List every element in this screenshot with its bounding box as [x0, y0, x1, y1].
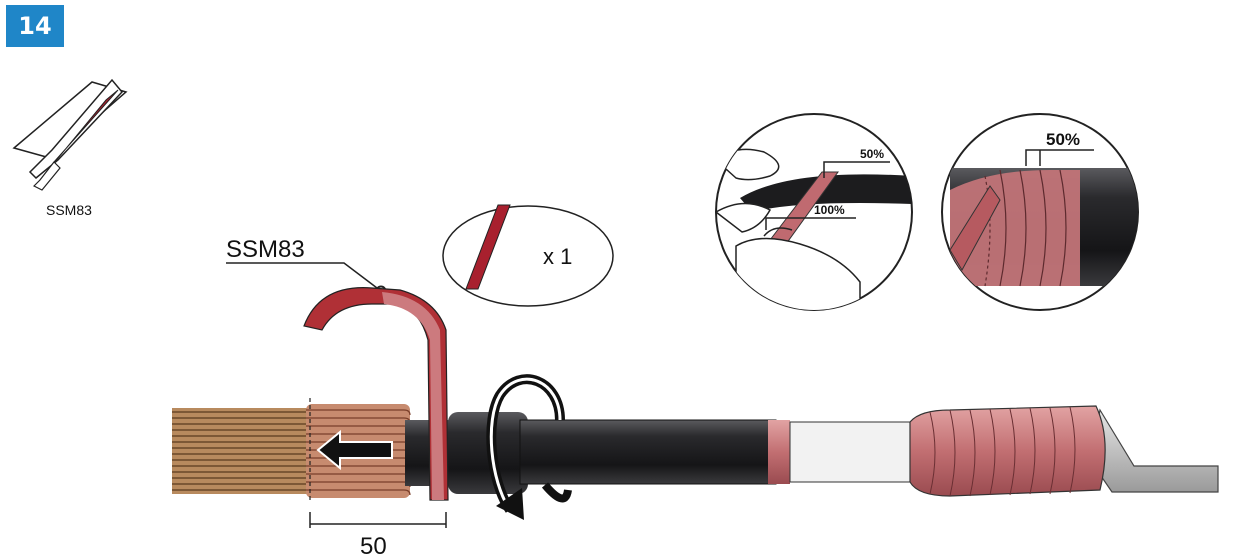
detail-left-overlap-label: 50%: [860, 147, 884, 161]
dimension-bracket: [309, 512, 447, 528]
quantity-label: x 1: [543, 244, 572, 269]
quantity-bubble: [442, 204, 614, 307]
tape-roll-icon: [12, 78, 128, 191]
detail-circle-overlap: [941, 113, 1139, 311]
direction-arrow: [316, 429, 393, 471]
detail-circle-stretching: [715, 113, 913, 311]
product-icon-label: SSM83: [46, 202, 92, 218]
callout-label: SSM83: [226, 236, 305, 263]
callout-leader-line: [226, 262, 382, 292]
step-number-badge: 14: [6, 5, 64, 47]
applied-tape-strip: [303, 287, 449, 501]
dimension-label: 50: [360, 533, 387, 556]
detail-right-overlap-label: 50%: [1046, 130, 1080, 149]
rotation-arrow: [486, 374, 572, 520]
detail-left-stretch-label: 100%: [814, 203, 845, 217]
